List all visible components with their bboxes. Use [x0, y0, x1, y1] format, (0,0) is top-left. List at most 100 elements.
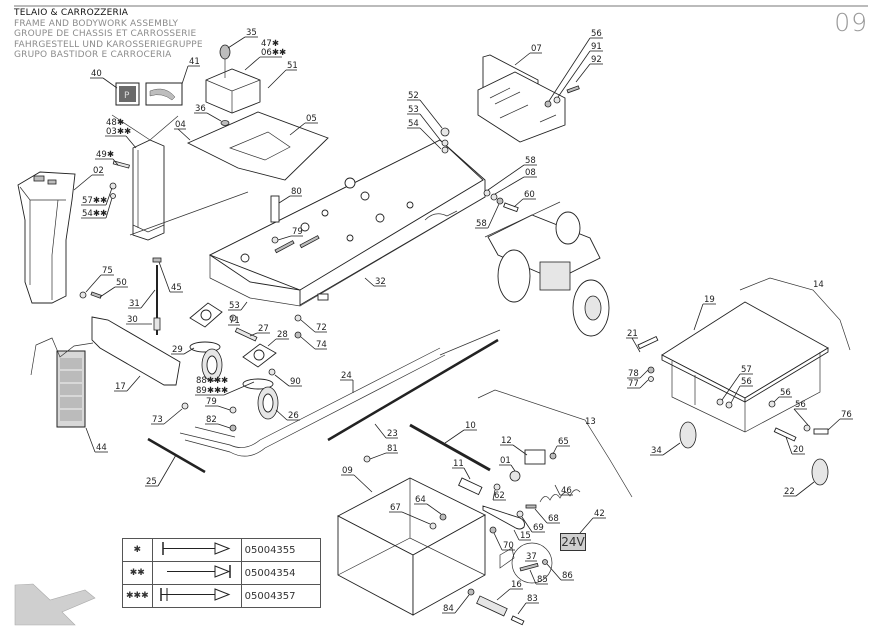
callout-52: 52 [408, 91, 419, 101]
bumper-rail[interactable] [179, 347, 446, 457]
washer-77[interactable] [648, 376, 654, 382]
screw[interactable] [90, 291, 102, 299]
washer-56b[interactable] [768, 400, 776, 408]
screw-85[interactable] [519, 562, 539, 572]
warning-decal-sheet [56, 350, 86, 428]
screw-81[interactable] [363, 455, 371, 463]
voltage-badge: 24V [560, 533, 586, 551]
nut-86[interactable] [542, 559, 548, 565]
drive-unit[interactable] [487, 211, 610, 337]
title-german: FAHRGESTELL UND KAROSSERIEGRUPPE [14, 39, 203, 50]
washer-72[interactable] [294, 314, 302, 322]
legend-symbol: ✱✱ [122, 561, 153, 585]
washer[interactable] [110, 193, 116, 199]
callout-68: 68 [548, 514, 559, 524]
callout-30: 30 [127, 315, 138, 325]
plate-15[interactable] [482, 505, 525, 530]
chain-46[interactable] [539, 489, 581, 503]
callout-70: 70 [503, 541, 514, 551]
nut-84[interactable] [467, 588, 475, 596]
nut-82[interactable] [229, 424, 237, 432]
washer[interactable] [79, 291, 87, 299]
bolt-52[interactable] [440, 127, 450, 137]
control-box-cover[interactable] [205, 44, 261, 126]
washer-58[interactable] [483, 189, 491, 197]
callout-05: 05 [306, 114, 317, 124]
washer-91[interactable] [553, 96, 561, 104]
callout-01: 01 [500, 456, 511, 466]
washer-58b[interactable] [496, 197, 504, 205]
callout-90: 90 [290, 377, 301, 387]
callout-83: 83 [527, 594, 538, 604]
page-number: 09 [834, 8, 868, 37]
bolt-76[interactable] [813, 428, 829, 435]
bolt-71[interactable] [229, 314, 237, 322]
strip-23[interactable] [327, 338, 499, 442]
pin-92[interactable] [566, 85, 580, 94]
washer-54[interactable] [441, 146, 449, 154]
callout-31: 31 [129, 299, 140, 309]
callout-78: 78 [628, 369, 639, 379]
tiller-handle[interactable] [17, 171, 76, 304]
washer-79a[interactable] [271, 236, 279, 244]
previous-page-arrow[interactable] [14, 583, 96, 626]
nut-78[interactable] [647, 366, 655, 374]
bar-27[interactable] [234, 327, 258, 342]
callout-04: 04 [175, 120, 186, 130]
callout-92: 92 [591, 55, 602, 65]
washer-69[interactable] [516, 510, 524, 518]
bolt-83[interactable] [510, 615, 525, 626]
handle-bracket[interactable] [132, 139, 165, 241]
washer-08[interactable] [490, 193, 498, 201]
bracket-11[interactable] [458, 477, 483, 496]
bolt-73[interactable] [181, 402, 189, 410]
caster-wheel-right[interactable] [242, 343, 279, 420]
bolt-60[interactable] [503, 202, 519, 213]
washer[interactable] [109, 182, 117, 190]
washer-62[interactable] [493, 483, 501, 491]
nut-65[interactable] [549, 452, 557, 460]
parking-p-icon: P [124, 91, 130, 101]
washer-53[interactable] [441, 139, 449, 147]
chassis-frame[interactable] [208, 139, 486, 307]
nut-56[interactable] [544, 100, 552, 108]
washer-56c[interactable] [803, 424, 811, 432]
screw-64[interactable] [439, 513, 447, 521]
screw-67[interactable] [429, 522, 437, 530]
callout-85: 85 [537, 575, 548, 585]
callout-56c: 56 [780, 388, 791, 398]
screw-68[interactable] [525, 504, 537, 509]
callout-86: 86 [562, 571, 573, 581]
battery-bracket[interactable] [477, 54, 566, 143]
nut-74[interactable] [294, 331, 302, 339]
washer-56[interactable] [725, 401, 733, 409]
service-cart[interactable] [637, 301, 829, 486]
cover-plate[interactable] [186, 111, 329, 181]
title-italian: TELAIO & CARROZZERIA [14, 8, 129, 18]
side-guard[interactable] [91, 316, 181, 386]
pin[interactable] [112, 160, 130, 169]
callout-21: 21 [627, 329, 638, 339]
nut-57[interactable] [716, 398, 724, 406]
latch-12[interactable] [524, 449, 546, 465]
callout-16: 16 [511, 580, 522, 590]
bushing-01[interactable] [509, 470, 521, 482]
bolt-80[interactable] [270, 195, 280, 223]
bar-10[interactable] [409, 423, 491, 472]
callout-91: 91 [591, 42, 602, 52]
bolt-90[interactable] [268, 368, 276, 376]
caster-wheel-left[interactable] [189, 302, 223, 382]
callout-84: 84 [443, 604, 454, 614]
roller-16[interactable] [476, 595, 508, 617]
nut-70[interactable] [489, 526, 497, 534]
legend-arrow-end-bar [151, 561, 242, 585]
washer-79[interactable] [229, 406, 237, 414]
callout-47: 47✱ [261, 39, 279, 49]
battery-box[interactable] [337, 477, 486, 616]
spring-shaft[interactable] [152, 257, 162, 335]
legend-row: ✱✱ 05004354 [122, 561, 321, 585]
strip-25[interactable] [147, 437, 206, 474]
callout-34: 34 [651, 446, 662, 456]
title-spanish: GRUPO BASTIDOR E CARROCERIA [14, 50, 172, 61]
